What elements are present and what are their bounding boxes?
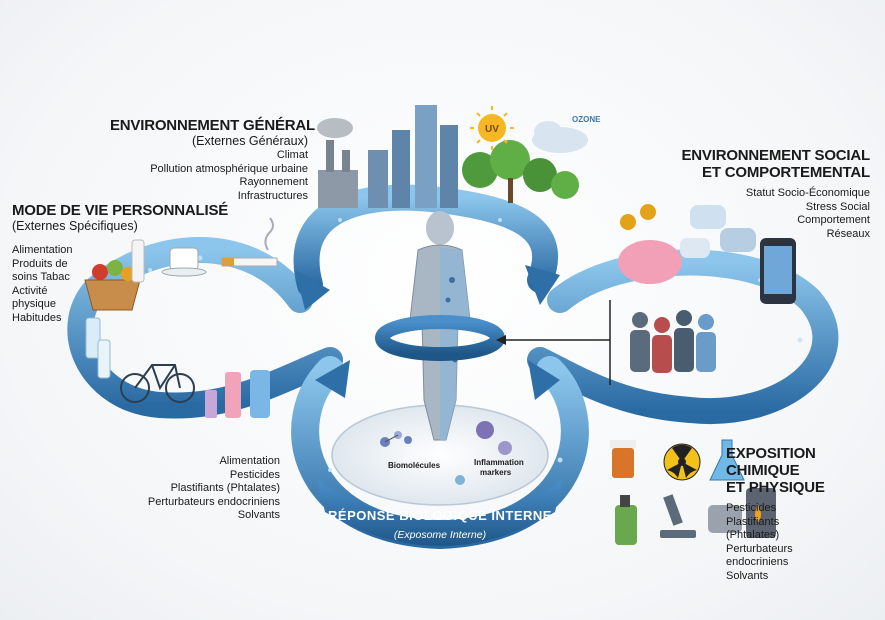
- left-loop-arrow: [67, 237, 343, 419]
- social-block: ENVIRONNEMENT SOCIAL ET COMPORTEMENTAL S…: [640, 147, 870, 241]
- top-right-arrowhead: [525, 265, 560, 305]
- lifestyle-item: physique: [12, 298, 57, 310]
- lifestyle-item: Alimentation: [12, 244, 73, 256]
- lifestyle-subtitle: (Externes Spécifiques): [12, 219, 138, 233]
- bottom-left-item: Alimentation: [219, 455, 280, 467]
- microscope-icon: [660, 494, 696, 538]
- chemical-item: endocriniens: [726, 556, 789, 568]
- chemical-item: Plastifiants: [726, 515, 780, 528]
- coffee-cup-icon: [161, 247, 207, 277]
- social-item: Réseaux: [826, 227, 870, 240]
- lifestyle-item: soins Tabac: [12, 271, 70, 283]
- banner-title: RÉPONSE BIOLOGIQUE INTERNE: [328, 508, 552, 523]
- general-environment-block: ENVIRONNEMENT GÉNÉRAL (Externes Généraux…: [110, 117, 330, 203]
- bottom-left-item: Plastifiants (Phtalates): [170, 482, 280, 494]
- bottom-left-item: Solvants: [237, 509, 280, 521]
- bicycle-icon: [120, 364, 195, 403]
- lifestyle-title: MODE DE VIE PERSONNALISÉ: [12, 202, 229, 219]
- svg-text:UV: UV: [485, 124, 499, 135]
- piggy-bank-icon: [618, 204, 682, 284]
- bottom-left-arrowhead: [315, 360, 350, 398]
- chemical-item: Pesticides: [726, 502, 777, 514]
- svg-text:OZONE: OZONE: [572, 115, 601, 124]
- molecule-icons: [380, 421, 512, 485]
- food-basket-icon: [84, 239, 145, 311]
- chemical-item: Solvants: [726, 569, 769, 582]
- particles: [117, 202, 803, 522]
- chemical-item: Perturbateurs: [726, 542, 793, 555]
- bottom-left-item: Pesticides: [229, 468, 280, 481]
- sun-icon: UV: [470, 106, 514, 150]
- pill-bottle-icon: [610, 440, 636, 478]
- inflammation-label-2: markers: [480, 468, 512, 477]
- social-item: Comportement: [797, 214, 870, 226]
- chemical-item: (Phtalates): [726, 529, 780, 541]
- spray-bottle-icon: [615, 495, 637, 545]
- general-subtitle: (Externes Généraux): [191, 134, 308, 148]
- social-item: Stress Social: [805, 200, 870, 213]
- speech-bubbles-icon: [680, 205, 756, 258]
- radiation-icon: [663, 443, 701, 481]
- bottles-icon: [85, 317, 111, 379]
- general-item: Infrastructures: [237, 189, 308, 202]
- armchair-icon: [708, 505, 742, 533]
- barrel-icon: [746, 488, 776, 538]
- chemical-title-2: ET PHYSIQUE: [726, 479, 825, 496]
- chemical-block: EXPOSITION CHIMIQUE ET PHYSIQUE Pesticid…: [726, 445, 876, 583]
- cigarette-icon: [221, 217, 278, 267]
- social-item: Statut Socio-Économique: [745, 187, 870, 199]
- general-item: Climat: [276, 149, 308, 161]
- bottom-left-item: Perturbateurs endocriniens: [147, 495, 280, 508]
- chemical-title-1: EXPOSITION CHIMIQUE: [726, 445, 816, 479]
- social-title-2: ET COMPORTEMENTAL: [702, 164, 870, 181]
- city-factory-icon: [317, 105, 458, 208]
- ozone-cloud-icon: OZONE: [532, 115, 601, 153]
- people-group-icon: [630, 310, 716, 373]
- top-loop-arrow: [293, 184, 558, 298]
- cosmetics-icon: [205, 370, 270, 418]
- lifestyle-item: Produits de: [12, 257, 68, 270]
- lifestyle-item: Habitudes: [12, 311, 62, 324]
- social-title-1: ENVIRONNEMENT SOCIAL: [681, 147, 870, 164]
- human-figure-icon: [409, 211, 471, 441]
- lifestyle-block: MODE DE VIE PERSONNALISÉ (Externes Spéci…: [12, 202, 242, 325]
- banner-subtitle: (Exposome Interne): [394, 529, 486, 541]
- lifestyle-item: Activité: [12, 284, 48, 297]
- exposure-band: [375, 315, 505, 361]
- bottom-right-arrowhead: [528, 360, 560, 400]
- biomolecules-label: Biomolécules: [388, 461, 441, 470]
- bottom-left-block: Alimentation Pesticides Plastifiants (Ph…: [95, 455, 280, 523]
- top-loop-arrowhead: [295, 270, 330, 310]
- trees-icon: [462, 140, 579, 203]
- internal-response-banner: [318, 480, 562, 546]
- inflammation-label: Inflammation: [474, 458, 524, 467]
- general-item: Pollution atmosphérique urbaine: [150, 162, 308, 175]
- flask-icon: [709, 439, 745, 481]
- general-item: Rayonnement: [239, 176, 309, 188]
- general-title: ENVIRONNEMENT GÉNÉRAL: [110, 117, 315, 134]
- smartphone-icon: [760, 238, 796, 304]
